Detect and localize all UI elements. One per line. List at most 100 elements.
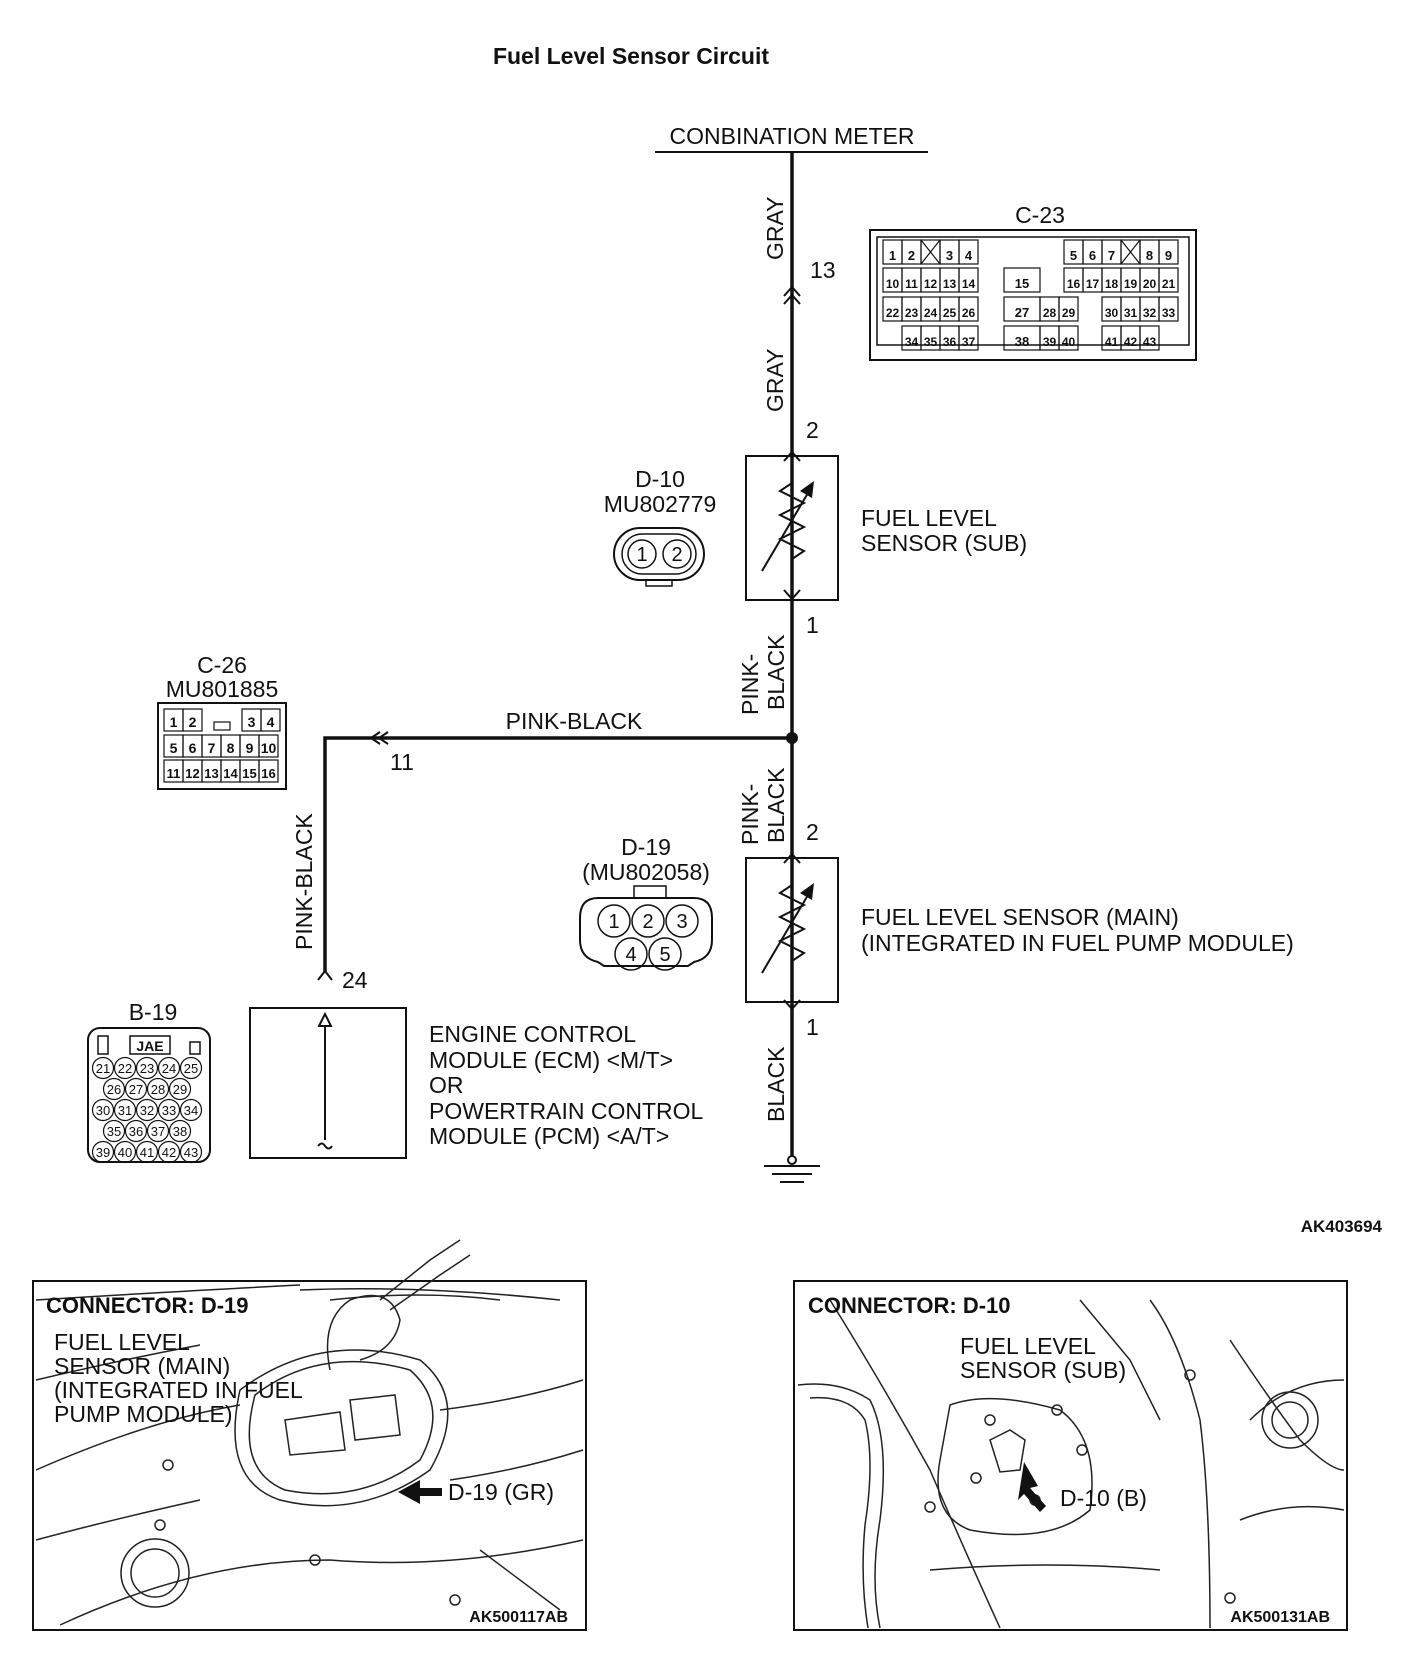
b19-pin-number: 28: [151, 1082, 165, 1097]
combination-meter: CONBINATION METER: [655, 123, 928, 153]
b19-pin-cell: 43: [179, 1140, 203, 1164]
c23-pin-number: 4: [965, 248, 973, 263]
c23-pin-cell: 22: [882, 296, 903, 322]
c23-pin-number: 20: [1143, 277, 1157, 291]
b19-pin-number: 30: [96, 1103, 110, 1118]
c23-pin-number: 9: [1165, 248, 1172, 263]
c23-pin-cell: 10: [882, 267, 903, 293]
c23-pin-cell: 34: [901, 325, 922, 351]
b19-pin-number: 26: [107, 1082, 121, 1097]
c23-pin-number: 28: [1043, 306, 1057, 320]
c23-pin-number: 35: [924, 335, 938, 349]
d10-locator-label-2: SENSOR (SUB): [960, 1357, 1126, 1383]
wire-label-pink-black-horizontal: PINK-BLACK: [506, 708, 643, 734]
b19-pin-cell: 36: [124, 1119, 148, 1143]
wire-label-black-ground: BLACK: [763, 1046, 789, 1122]
combination-meter-label: CONBINATION METER: [670, 123, 915, 149]
b19-pin-number: 33: [162, 1103, 176, 1118]
c26-pin-number: 11: [167, 766, 181, 781]
pin-meter-13: 13: [810, 257, 836, 283]
ecm-label-4: POWERTRAIN CONTROL: [429, 1098, 704, 1124]
c23-blank-cell: [1120, 239, 1141, 265]
b19-pin-number: 43: [184, 1145, 198, 1160]
c23-pin-number: 6: [1089, 248, 1096, 263]
pin-ecm-24: 24: [342, 967, 368, 993]
c23-pin-cell: 37: [958, 325, 979, 351]
c23-pin-number: 8: [1146, 248, 1153, 263]
ecm-label-3: OR: [429, 1072, 464, 1098]
c23-pin-number: 22: [886, 306, 900, 320]
pin-main-2: 2: [806, 819, 819, 845]
c23-pin-number: 17: [1086, 277, 1100, 291]
b19-pin-cell: 22: [113, 1056, 137, 1080]
c23-pin-cell: 35: [920, 325, 941, 351]
c23-pin-number: 43: [1143, 335, 1157, 349]
b19-pin-cell: 29: [168, 1077, 192, 1101]
c26-pin-cell: 6: [182, 734, 203, 758]
c23-pin-number: 5: [1070, 248, 1077, 263]
ground-symbol: [764, 1155, 820, 1183]
b19-pin-cell: 23: [135, 1056, 159, 1080]
c23-pin-cell: 21: [1158, 267, 1179, 293]
d10-label: D-10: [635, 466, 685, 492]
c23-pin-cell: 7: [1101, 239, 1122, 265]
c23-pin-cell: 27: [1003, 296, 1041, 322]
wire-label-pink-2: PINK-: [737, 784, 763, 845]
c26-pin-number: 14: [223, 766, 238, 781]
c23-pin-cell: 20: [1139, 267, 1160, 293]
c23-pin-cell: 17: [1082, 267, 1103, 293]
c26-pin-cell: 4: [260, 708, 281, 732]
c23-pin-number: 40: [1062, 335, 1076, 349]
c23-pin-number: 39: [1043, 335, 1057, 349]
b19-pin-cell: 42: [157, 1140, 181, 1164]
c26-pin-cell: 3: [241, 708, 262, 732]
wire-label-gray-bottom: GRAY: [762, 349, 788, 412]
d19-locator-label-1: FUEL LEVEL: [54, 1329, 190, 1355]
ecm-label-2: MODULE (ECM) <M/T>: [429, 1047, 673, 1073]
c26-pin-cell: 13: [201, 759, 222, 783]
c26-part-number: MU801885: [166, 676, 279, 702]
c23-pin-cell: 43: [1139, 325, 1160, 351]
d19-pin-3: 3: [676, 911, 687, 933]
b19-pin-number: 24: [162, 1061, 176, 1076]
c23-pin-cell: 4: [958, 239, 979, 265]
b19-pin-cell: 28: [146, 1077, 170, 1101]
c23-pin-cell: 38: [1003, 325, 1041, 351]
b19-pin-number: 29: [173, 1082, 187, 1097]
c23-pin-number: 14: [962, 277, 976, 291]
c23-pin-cell: 25: [939, 296, 960, 322]
connector-d10: D-10 MU802779 1 2: [604, 466, 716, 587]
ecm-label-1: ENGINE CONTROL: [429, 1021, 636, 1047]
b19-pin-cell: 34: [179, 1098, 203, 1122]
c26-pin-number: 16: [261, 766, 275, 781]
fuel-level-sensor-main: FUEL LEVEL SENSOR (MAIN) (INTEGRATED IN …: [745, 857, 1294, 1003]
c23-pin-cell: 6: [1082, 239, 1103, 265]
b19-pin-cell: 25: [179, 1056, 203, 1080]
c23-pin-cell: 24: [920, 296, 941, 322]
c26-label: C-26: [197, 652, 247, 678]
b19-pin-number: 22: [118, 1061, 132, 1076]
c26-pin-cell: 11: [163, 759, 184, 783]
c23-pin-cell: 3: [939, 239, 960, 265]
d10-locator-label-1: FUEL LEVEL: [960, 1333, 1096, 1359]
b19-pin-number: 31: [118, 1103, 132, 1118]
pin-ecm-11: 11: [390, 749, 414, 775]
c23-pin-cell: 28: [1039, 296, 1060, 322]
wire-label-gray-top: GRAY: [762, 197, 788, 260]
c26-pin-number: 3: [248, 714, 256, 730]
fuel-level-sensor-sub: FUEL LEVEL SENSOR (SUB): [745, 455, 1027, 601]
d19-image-id: AK500117AB: [469, 1609, 568, 1626]
b19-pin-number: 34: [184, 1103, 198, 1118]
c26-pin-cell: 8: [220, 734, 241, 758]
c23-pin-cell: 1: [882, 239, 903, 265]
c26-pin-number: 8: [227, 740, 235, 756]
c23-blank-cell: [920, 239, 941, 265]
main-sensor-label-2: (INTEGRATED IN FUEL PUMP MODULE): [861, 930, 1294, 956]
b19-pin-cell: 31: [113, 1098, 137, 1122]
c23-pin-cell: 8: [1139, 239, 1160, 265]
c23-pin-cell: 5: [1063, 239, 1084, 265]
d10-image-id: AK500131AB: [1230, 1609, 1330, 1626]
c23-pin-number: 24: [924, 306, 938, 320]
